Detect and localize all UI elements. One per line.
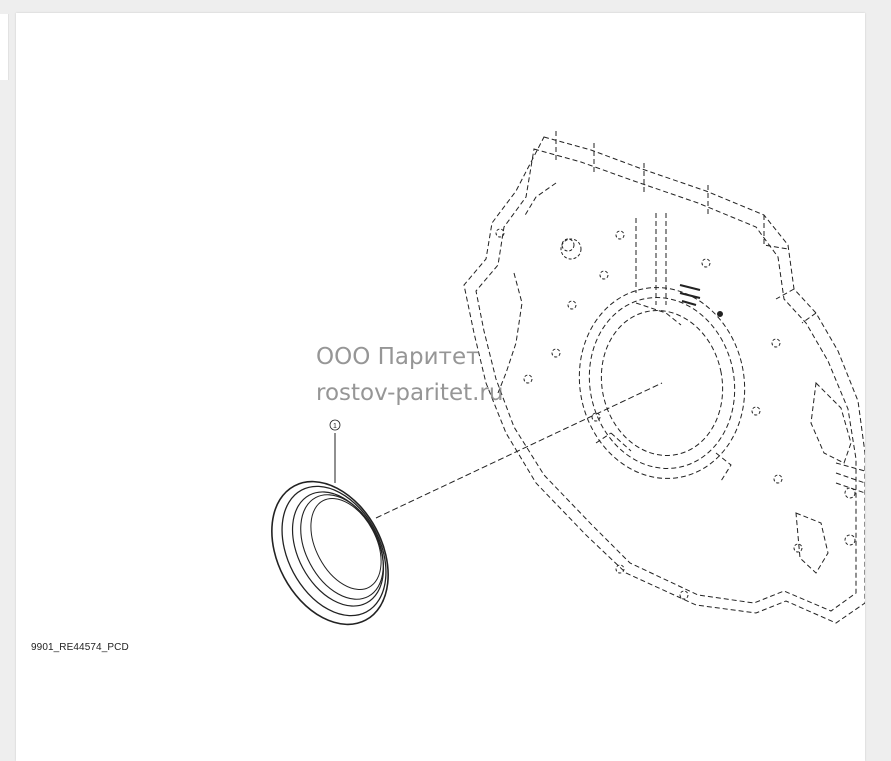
- watermark-website: rostov-paritet.ru: [316, 380, 504, 406]
- part-code-label: 9901_RE44574_PCD: [31, 642, 129, 653]
- housing-bore: [578, 287, 746, 482]
- housing-marks: [679, 284, 723, 317]
- side-panel-edge: [0, 14, 9, 80]
- callout-number: 1: [333, 423, 337, 430]
- flywheel-housing: [463, 131, 865, 624]
- watermark: ООО Паритет rostov-paritet.ru: [316, 339, 503, 411]
- exploded-parts-diagram: 1: [271, 131, 865, 626]
- drawing-sheet: 1 ООО Паритет rostov-paritet.ru 9901_RE4…: [16, 13, 865, 761]
- callout: 1: [329, 419, 341, 483]
- assembly-centerline: [375, 382, 663, 519]
- watermark-company: ООО Паритет: [316, 344, 480, 370]
- bolt-holes: [495, 228, 856, 600]
- crankshaft-oil-seal: [271, 480, 389, 626]
